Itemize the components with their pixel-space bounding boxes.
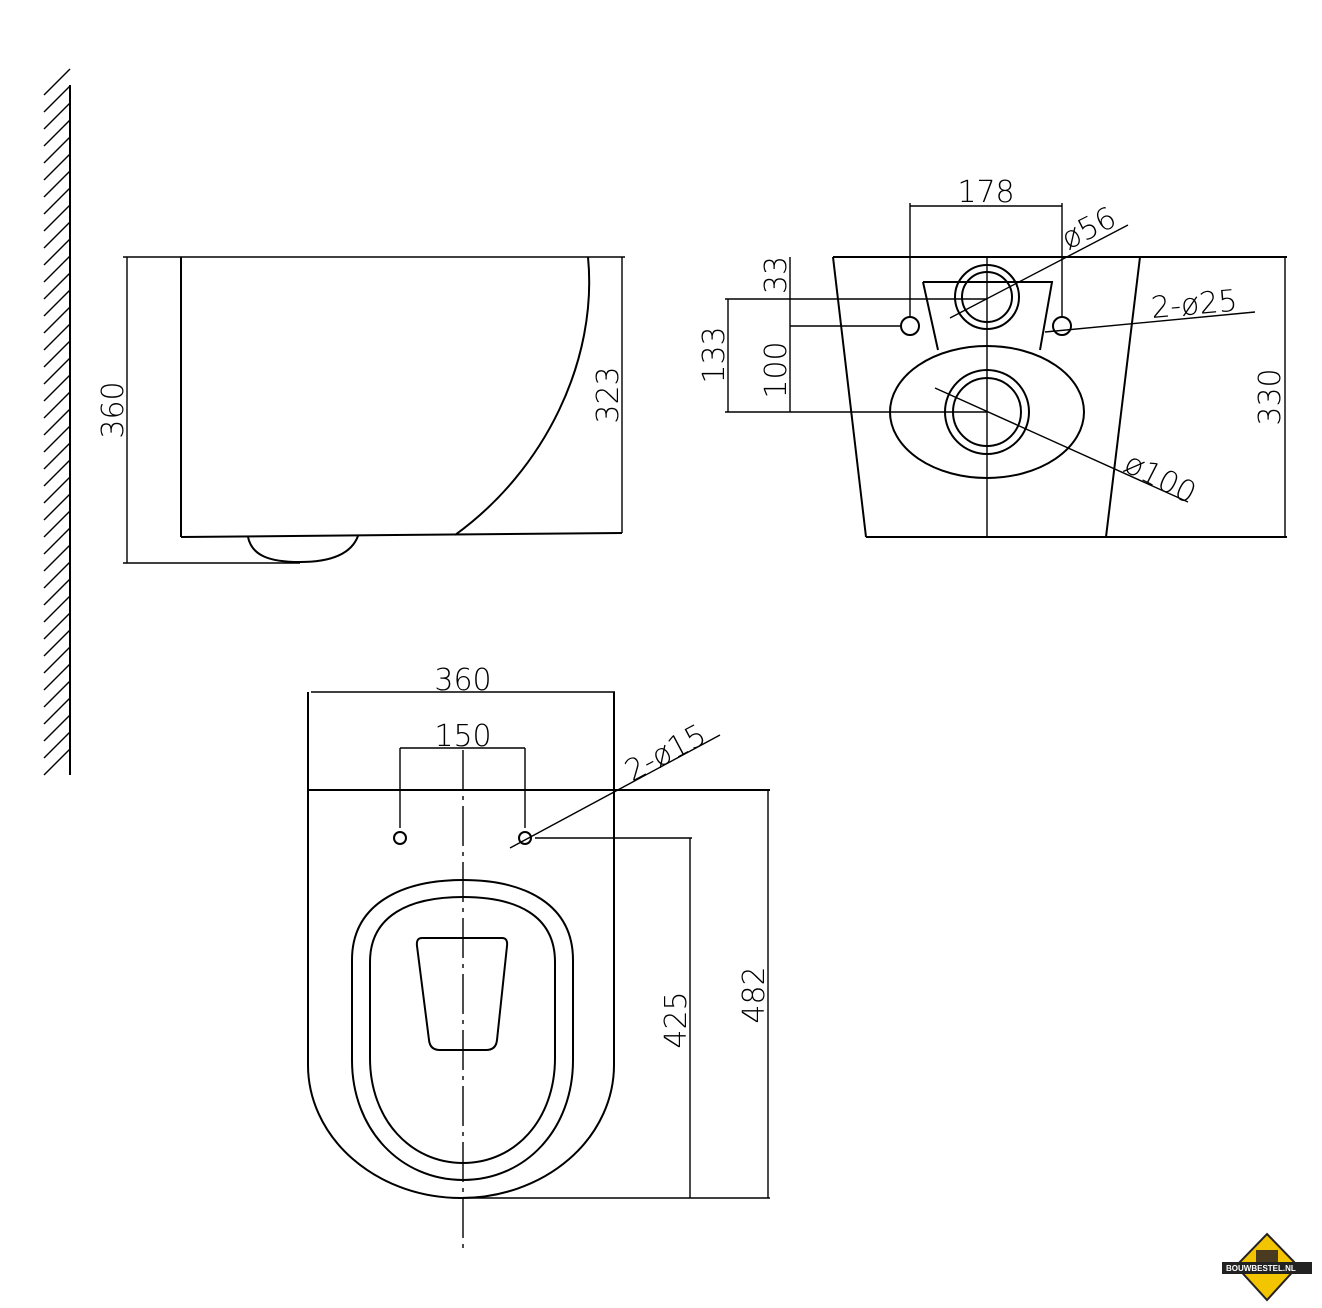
hatch-line (43, 357, 71, 385)
hatch-line (43, 629, 71, 657)
hatch-line (43, 680, 71, 708)
dim-482: 482 (737, 966, 772, 1023)
hatch-line (43, 272, 71, 300)
hatch-line (43, 527, 71, 555)
dim-2-o25: 2-ø25 (1150, 284, 1239, 326)
hatch-line (43, 153, 71, 181)
dim-133: 133 (697, 326, 732, 383)
hatch-line (43, 408, 71, 436)
hatch-line (43, 323, 71, 351)
dim-33: 33 (759, 256, 794, 294)
hatch-line (43, 374, 71, 402)
hatch-line (43, 476, 71, 504)
hatch-line (43, 714, 71, 742)
hatch-line (43, 187, 71, 215)
hatch-line (43, 646, 71, 674)
side-view: 360 323 (96, 256, 626, 564)
logo-text: BOUWBESTEL.NL (1226, 1264, 1296, 1273)
hatch-line (43, 493, 71, 521)
dim-o100: ø100 (1118, 446, 1201, 512)
dim-360-side: 360 (96, 381, 131, 438)
hatch-line (43, 544, 71, 572)
dim-425: 425 (659, 991, 694, 1048)
hatch-line (43, 561, 71, 589)
dim-360-top: 360 (434, 663, 491, 698)
hatch-line (43, 459, 71, 487)
hatch-line (43, 306, 71, 334)
hatch-line (43, 102, 71, 130)
top-view: 360 150 2-ø15 425 482 (307, 663, 772, 1248)
hatch-line (43, 697, 71, 725)
hatch-line (43, 221, 71, 249)
dim-323: 323 (591, 366, 626, 423)
wall-hatch (43, 68, 71, 776)
hatch-line (43, 612, 71, 640)
hatch-line (43, 442, 71, 470)
dim-150: 150 (434, 719, 491, 754)
hatch-line (43, 731, 71, 759)
dim-330: 330 (1253, 368, 1288, 425)
hatch-line (43, 289, 71, 317)
hatch-line (43, 510, 71, 538)
hatch-line (43, 663, 71, 691)
hatch-line (43, 425, 71, 453)
hatch-line (43, 68, 71, 96)
hatch-line (43, 391, 71, 419)
hatch-line (43, 136, 71, 164)
hatch-line (43, 119, 71, 147)
dim-o56: ø56 (1056, 200, 1122, 257)
hatch-line (43, 255, 71, 283)
hatch-line (43, 204, 71, 232)
dim-178: 178 (957, 175, 1014, 210)
hatch-line (43, 340, 71, 368)
hatch-line (43, 238, 71, 266)
hatch-line (43, 578, 71, 606)
hatch-line (43, 748, 71, 776)
hatch-line (43, 170, 71, 198)
hatch-line (43, 595, 71, 623)
rear-view: 178 ø56 2-ø25 ø100 330 133 33 100 (697, 175, 1288, 538)
dim-2-o15: 2-ø15 (619, 718, 712, 789)
dim-100-rear: 100 (759, 341, 794, 398)
hatch-line (43, 85, 71, 113)
bouwbestel-logo: BOUWBESTEL.NL (1222, 1232, 1312, 1302)
